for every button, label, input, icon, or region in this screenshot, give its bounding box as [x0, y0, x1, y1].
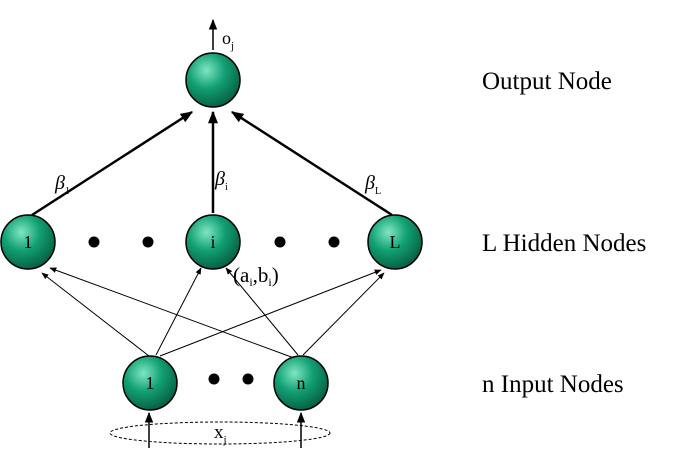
input-node-n: n	[273, 355, 329, 411]
edge-inn-h1	[49, 267, 295, 359]
weight-beta-i: βi	[214, 168, 228, 193]
hidden-params-label: (ai,bi)	[233, 263, 279, 289]
hidden-node-1: 1	[0, 214, 56, 270]
output-node	[185, 52, 241, 108]
weight-beta-L: βL	[364, 172, 381, 197]
hidden-layer-label: L Hidden Nodes	[482, 230, 646, 257]
hidden-node-L-label: L	[390, 232, 401, 252]
hidden-node-i: i	[185, 214, 241, 270]
edge-in1-hi	[155, 267, 202, 356]
edge-in1-hL	[159, 269, 382, 357]
hidden-output-edges	[31, 110, 393, 217]
edge-inn-hL	[302, 272, 385, 356]
edge-h1-out	[31, 110, 194, 217]
hidden-node-L: L	[367, 214, 423, 270]
hidden-node-1-label: 1	[24, 232, 33, 252]
input-node-1: 1	[122, 355, 178, 411]
hidden-ellipsis-dots	[88, 236, 340, 248]
input-vector-ellipse	[109, 421, 331, 445]
input-vector-label: xj	[214, 422, 227, 446]
input-node-n-label: n	[297, 373, 306, 393]
weight-beta-1: β1	[54, 172, 70, 197]
edge-inn-hi	[225, 267, 299, 356]
input-ellipsis-dots	[208, 373, 254, 385]
edge-in1-h1	[41, 272, 150, 357]
input-arrows	[144, 411, 306, 448]
input-layer-label: n Input Nodes	[482, 371, 624, 398]
hidden-node-i-label: i	[210, 232, 215, 252]
output-label: oj	[222, 28, 234, 52]
edge-hL-out	[230, 110, 393, 217]
input-node-1-label: 1	[146, 373, 155, 393]
input-hidden-edges	[41, 267, 385, 359]
output-layer-label: Output Node	[482, 68, 612, 95]
